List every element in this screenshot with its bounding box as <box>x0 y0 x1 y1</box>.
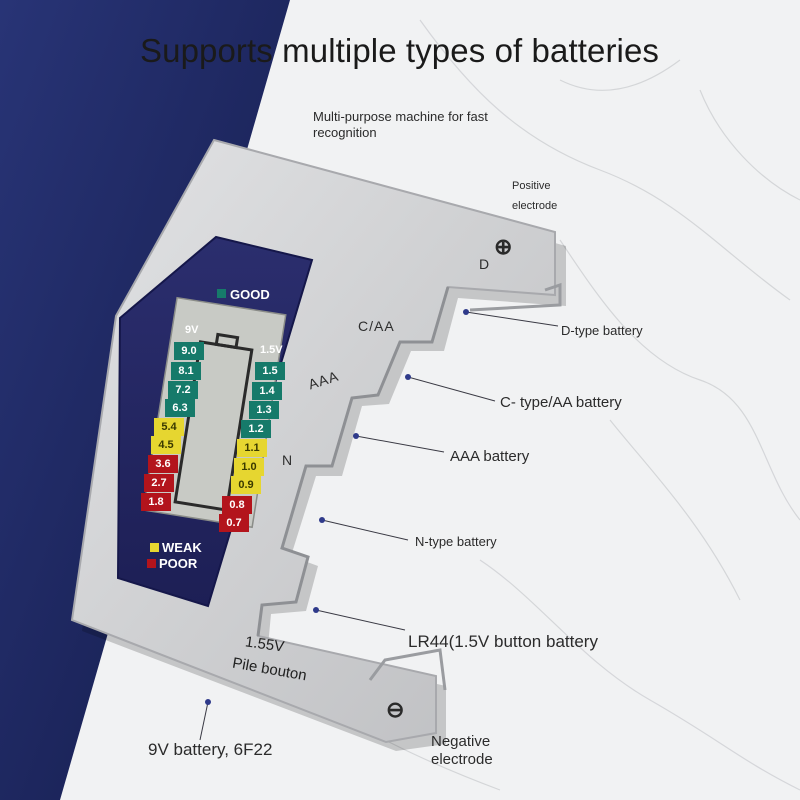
right-tick: 0.8 <box>222 496 252 514</box>
left-tick: 1.8 <box>141 493 171 511</box>
right-tick: 1.5 <box>255 362 285 380</box>
left-tick: 7.2 <box>168 381 198 399</box>
poor-legend-swatch <box>147 559 156 568</box>
positive-contact <box>469 282 562 312</box>
right-tick: 1.3 <box>249 401 279 419</box>
page-title: Supports multiple types of batteries <box>140 32 660 69</box>
leader-dots <box>205 309 469 705</box>
left-tick: 6.3 <box>165 399 195 417</box>
leader-lines <box>199 311 559 741</box>
good-label: GOOD <box>230 287 270 302</box>
weak-legend-swatch <box>150 543 159 552</box>
battery-slot-edge <box>256 286 450 637</box>
callout-c-aa: C- type/AA battery <box>500 394 622 411</box>
slot-label-c-aa: C/AA <box>358 318 395 334</box>
callout-lr44: LR44(1.5V button battery <box>408 632 598 651</box>
left-tick: 9.0 <box>174 342 204 360</box>
weak-label: WEAK <box>162 540 202 555</box>
negative-symbol-icon: ⊖ <box>386 697 405 722</box>
callout-negative-electrode: Negative electrode <box>431 733 493 768</box>
good-legend-swatch <box>217 289 226 298</box>
slot-label-d: D <box>479 256 491 272</box>
callout-9v: 9V battery, 6F22 <box>148 740 273 759</box>
right-tick: 1.0 <box>234 458 264 476</box>
callout-n-type: N-type battery <box>415 534 497 549</box>
left-tick: 8.1 <box>171 362 201 380</box>
left-tick: 2.7 <box>144 474 174 492</box>
negative-contact <box>368 648 447 691</box>
left-scale-header: 9V <box>185 324 199 336</box>
right-tick: 0.7 <box>219 514 249 532</box>
positive-symbol-icon: ⊕ <box>494 234 513 259</box>
left-tick: 3.6 <box>148 455 178 473</box>
callout-aaa: AAA battery <box>450 448 530 465</box>
right-tick: 1.2 <box>241 420 271 438</box>
callout-d-type: D-type battery <box>561 323 643 338</box>
right-scale-header: 1.5V <box>260 344 283 356</box>
right-tick: 0.9 <box>231 476 261 494</box>
slot-label-n: N <box>282 452 294 468</box>
marble-veins <box>299 19 800 791</box>
right-tick: 1.4 <box>252 382 282 400</box>
left-tick: 5.4 <box>154 418 184 436</box>
left-tick: 4.5 <box>151 436 181 454</box>
callout-positive-electrode: Positive electrode <box>512 180 558 212</box>
poor-label: POOR <box>159 556 198 571</box>
right-tick: 1.1 <box>237 439 267 457</box>
page-subtitle: Multi-purpose machine for fast recogniti… <box>313 109 488 140</box>
battery-outline-icon <box>173 332 254 512</box>
